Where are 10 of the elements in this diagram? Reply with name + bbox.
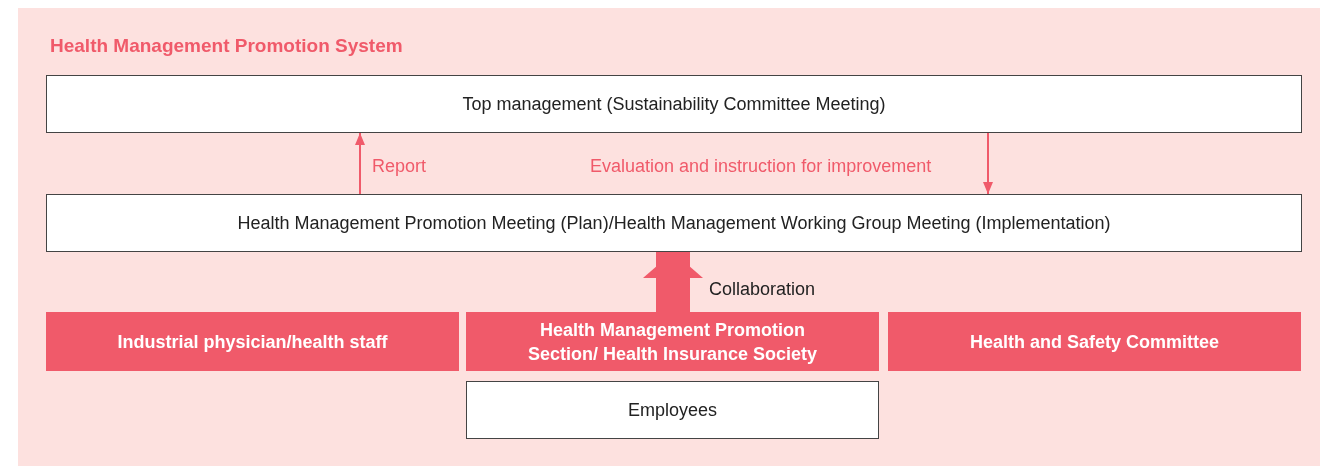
block-arrow [643,252,703,312]
arrow [355,132,365,195]
process-box: Top management (Sustainability Committee Meeting) [46,75,1302,133]
arrow [983,132,993,195]
role-box: Health Management Promotion Section/ Health Insurance Society [466,312,879,371]
process-box: Health Management Promotion Meeting (Plan)/Health Management Working Group Meeting (Implementation) [46,194,1302,252]
title: Health Management Promotion System [50,34,403,58]
role-box: Industrial physician/health staff [46,312,459,371]
role-box: Health and Safety Committee [888,312,1301,371]
process-box: Employees [466,381,879,439]
